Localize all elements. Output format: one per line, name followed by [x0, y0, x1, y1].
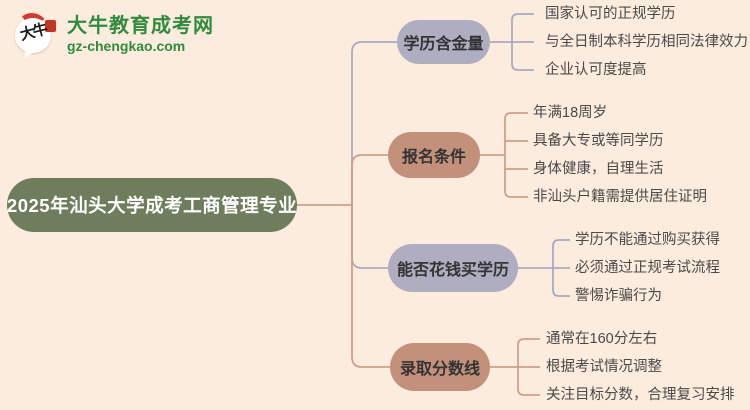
- leaf-item: 身体健康，自理生活: [533, 161, 664, 177]
- leaf-item: 国家认可的正规学历: [545, 6, 676, 22]
- leaf-item: 非汕头户籍需提供居住证明: [533, 189, 707, 205]
- leaf-item: 警惕诈骗行为: [575, 288, 662, 304]
- site-logo[interactable]: 大牛 大牛教育成考网 gz-chengkao.com: [12, 10, 214, 65]
- brand-name: 大牛教育成考网: [67, 15, 214, 38]
- branch-node-luqu-fenshuxian: 录取分数线: [390, 343, 490, 391]
- leaf-item: 企业认可度提高: [545, 62, 647, 78]
- leaf-item: 关注目标分数，合理复习安排: [546, 387, 735, 403]
- logo-bubble-icon: 大牛: [12, 10, 58, 65]
- red-seal-icon: [45, 20, 56, 32]
- branch-node-huaqian-maixueli: 能否花钱买学历: [388, 244, 518, 292]
- leaf-item: 根据考试情况调整: [546, 359, 662, 375]
- leaf-item: 必须通过正规考试流程: [575, 260, 720, 276]
- branch-node-xueli-hanjinliang: 学历含金量: [397, 20, 490, 64]
- branch-node-baoming-tiaojian: 报名条件: [388, 132, 480, 178]
- leaf-item: 学历不能通过购买获得: [575, 232, 720, 248]
- root-topic-node: 2025年汕头大学成考工商管理专业: [7, 178, 297, 232]
- leaf-item: 通常在160分左右: [546, 331, 658, 347]
- brand-url: gz-chengkao.com: [67, 38, 186, 55]
- leaf-item: 具备大专或等同学历: [533, 133, 664, 149]
- leaf-item: 年满18周岁: [533, 105, 608, 121]
- leaf-item: 与全日制本科学历相同法律效力: [545, 34, 748, 50]
